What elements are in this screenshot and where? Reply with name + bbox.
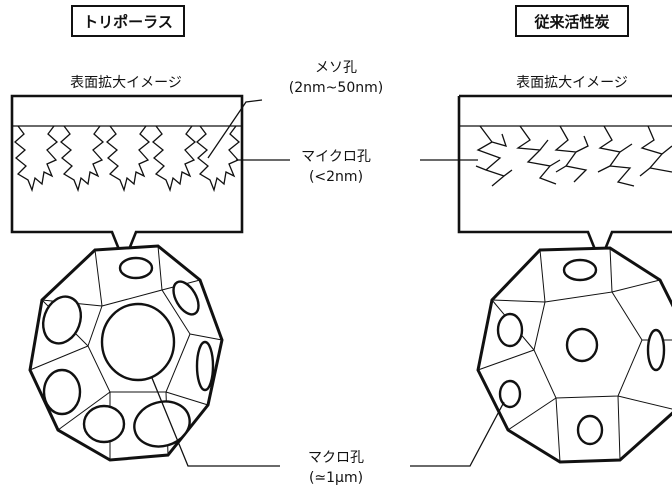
branched-pore [639, 125, 672, 177]
branched-pore [516, 125, 561, 185]
center-labels: メソ孔 (2nm~50nm) マイクロ孔 (<2nm) マクロ孔 (≃1μm) [151, 60, 505, 486]
conventional-magnified-surface [457, 94, 672, 266]
tripores-title: トリポーラス [83, 13, 173, 31]
conventional-branched-pores [475, 125, 672, 187]
macropore [172, 280, 200, 316]
macropore [576, 414, 604, 446]
macropore [496, 312, 524, 348]
mesopore [13, 125, 59, 193]
macropore [646, 328, 666, 372]
tripores-particle [28, 244, 224, 462]
tripores-panel: トリポーラス 表面拡大イメージ [10, 5, 244, 462]
mesopore-leader [207, 99, 263, 159]
particle-macropores [496, 258, 666, 446]
macropore-leader-right [410, 401, 505, 467]
macropore-range: (≃1μm) [309, 470, 363, 486]
mesopore-range: (2nm~50nm) [289, 80, 383, 96]
tripores-caption: 表面拡大イメージ [70, 75, 182, 91]
particle-macropores [41, 256, 215, 448]
conventional-title: 従来活性炭 [533, 13, 609, 31]
conventional-title-box [515, 5, 629, 37]
macropore [42, 368, 82, 416]
conventional-panel: 従来活性炭 表面拡大イメージ [457, 5, 672, 464]
tripores-mesopores [13, 125, 241, 193]
tripores-title-box [71, 5, 185, 37]
micropore-range: (<2nm) [309, 169, 363, 185]
macropore [41, 295, 83, 345]
macropore [565, 327, 599, 363]
macropore-leader-left [151, 377, 280, 467]
mesopore [195, 125, 241, 193]
mesopore-label: メソ孔 [315, 60, 357, 76]
macropore [82, 404, 126, 444]
conventional-particle [476, 246, 672, 464]
branched-pore [475, 125, 513, 187]
branched-pore [554, 125, 589, 183]
macropore [562, 258, 598, 282]
macropore-label: マクロ孔 [308, 450, 364, 466]
branched-pore [597, 125, 635, 187]
mesopore [105, 125, 151, 193]
macropore [118, 256, 154, 280]
micropore-label: マイクロ孔 [301, 149, 371, 165]
conventional-caption: 表面拡大イメージ [516, 75, 628, 91]
macropore [498, 379, 522, 409]
mesopore [59, 125, 105, 193]
macropore [195, 340, 215, 392]
macropore [100, 302, 176, 382]
mesopore [151, 125, 197, 193]
